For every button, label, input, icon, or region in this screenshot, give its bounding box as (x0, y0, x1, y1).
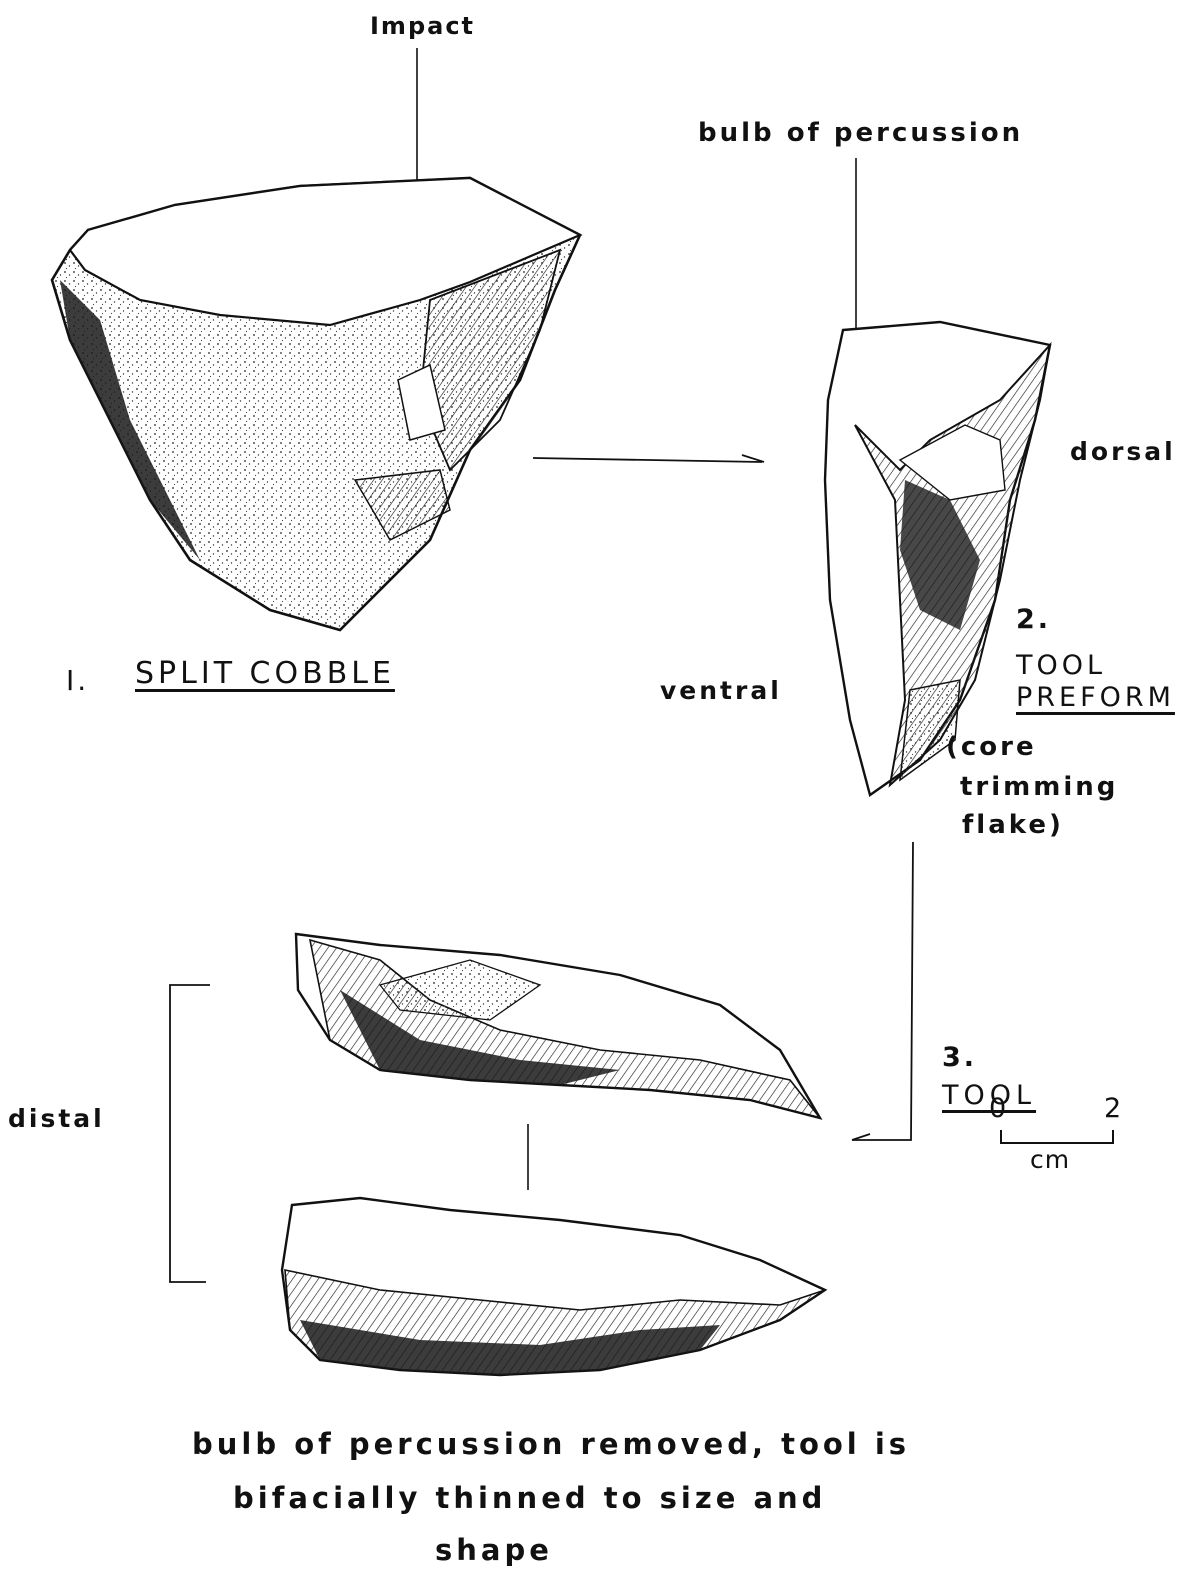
tool-preform-number: 2. (1016, 604, 1051, 635)
tool-preform-label-line2: PREFORM (1016, 682, 1175, 713)
scale-bar-end-label: 2 (1104, 1093, 1124, 1124)
impact-label: Impact (370, 12, 475, 40)
caption-line-2: bifacially thinned to size and (233, 1481, 826, 1515)
distal-label: distal (8, 1104, 105, 1133)
tool-number: 3. (942, 1042, 977, 1073)
scale-bar (1001, 1130, 1113, 1143)
arrow-preform-to-tool (852, 842, 913, 1140)
split-cobble-drawing (52, 178, 580, 630)
tool-upper-view-drawing (296, 934, 820, 1118)
tool-preform-drawing (825, 322, 1050, 795)
distal-bracket (170, 985, 210, 1282)
caption-line-1: bulb of percussion removed, tool is (192, 1427, 910, 1461)
tool-preform-note-line2: trimming (960, 772, 1118, 802)
tool-preform-note-line1: (core (946, 732, 1037, 762)
tool-preform-label-line1: TOOL (1016, 650, 1106, 681)
scale-bar-unit-label: cm (1030, 1145, 1070, 1174)
arrow-cobble-to-preform (533, 455, 764, 462)
split-cobble-number: I. (66, 664, 89, 697)
scale-bar-start-label: 0 (989, 1093, 1009, 1124)
ventral-label: ventral (660, 676, 782, 705)
split-cobble-label: SPLIT COBBLE (135, 656, 395, 691)
tool-lower-view-drawing (282, 1198, 825, 1375)
bulb-of-percussion-label: bulb of percussion (698, 118, 1023, 148)
caption-line-3: shape (435, 1533, 553, 1567)
tool-preform-note-line3: flake) (962, 810, 1064, 840)
dorsal-label: dorsal (1070, 437, 1176, 466)
